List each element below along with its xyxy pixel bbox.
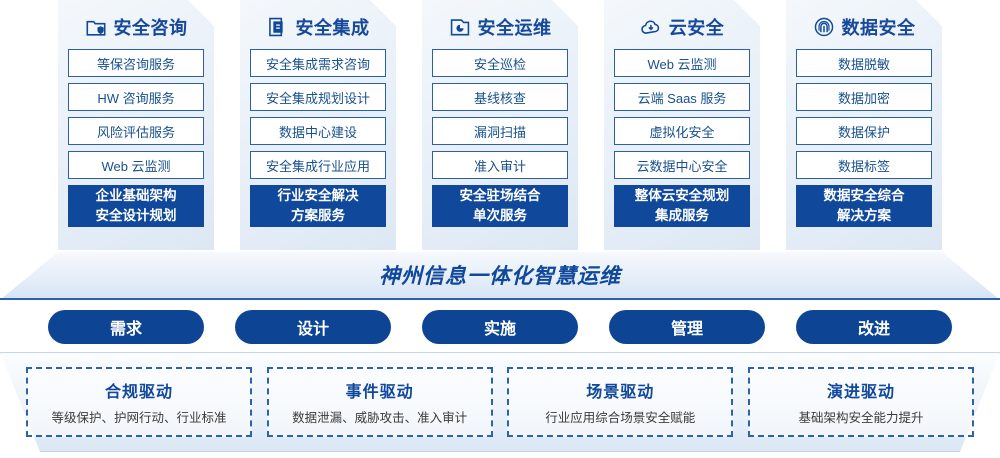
fingerprint-icon — [813, 16, 835, 38]
platform-banner-title: 神州信息一体化智慧运维 — [379, 265, 621, 288]
document-stack-icon — [267, 16, 289, 38]
lifecycle-stages-row: 需求 设计 实施 管理 改进 — [0, 310, 1000, 344]
card-summary[interactable]: 安全驻场结合 单次服务 — [432, 185, 568, 227]
service-item[interactable]: Web 云监测 — [68, 151, 204, 179]
pillar-card-security-consulting[interactable]: 安全咨询 等保咨询服务 HW 咨询服务 风险评估服务 Web 云监测 企业基础架… — [58, 0, 214, 250]
driver-description: 基础架构安全能力提升 — [798, 411, 924, 425]
pillar-card-cloud-security[interactable]: 云安全 Web 云监测 云端 Saas 服务 虚拟化安全 云数据中心安全 整体云… — [604, 0, 760, 250]
service-item[interactable]: 风险评估服务 — [68, 117, 204, 145]
driver-title: 演进驱动 — [826, 384, 895, 401]
card-title: 安全咨询 — [113, 18, 188, 38]
driver-card-scenario[interactable]: 场景驱动 行业应用综合场景安全赋能 — [507, 367, 734, 437]
card-title: 安全集成 — [295, 18, 370, 38]
card-summary-line: 行业安全解决 — [277, 188, 359, 204]
service-item[interactable]: 安全集成需求咨询 — [250, 49, 386, 77]
cloud-icon — [640, 16, 662, 38]
drivers-row: 合规驱动 等级保护、护网行动、行业标准 事件驱动 数据泄漏、威胁攻击、准入审计 … — [0, 352, 1000, 452]
service-item[interactable]: 安全集成规划设计 — [250, 83, 386, 111]
card-summary[interactable]: 数据安全综合 解决方案 — [796, 185, 932, 227]
service-item[interactable]: 安全集成行业应用 — [250, 151, 386, 179]
card-summary-line: 解决方案 — [837, 208, 891, 223]
driver-card-compliance[interactable]: 合规驱动 等级保护、护网行动、行业标准 — [26, 367, 252, 437]
driver-title: 场景驱动 — [586, 384, 655, 401]
service-item[interactable]: 数据保护 — [796, 117, 932, 145]
stage-pill-improvement[interactable]: 改进 — [796, 310, 952, 344]
card-summary[interactable]: 企业基础架构 安全设计规划 — [68, 185, 204, 227]
card-header: 安全运维 — [432, 9, 568, 45]
card-header: 云安全 — [614, 9, 750, 45]
stage-pill-design[interactable]: 设计 — [235, 310, 391, 344]
service-item[interactable]: 准入审计 — [432, 151, 568, 179]
service-item[interactable]: 云数据中心安全 — [614, 151, 750, 179]
driver-title: 合规驱动 — [104, 384, 173, 401]
service-item[interactable]: 安全巡检 — [432, 49, 568, 77]
driver-title: 事件驱动 — [345, 384, 414, 401]
pillar-card-security-integration[interactable]: 安全集成 安全集成需求咨询 安全集成规划设计 数据中心建设 安全集成行业应用 行… — [240, 0, 396, 250]
service-item[interactable]: 基线核查 — [432, 83, 568, 111]
service-item[interactable]: 数据标签 — [796, 151, 932, 179]
service-item[interactable]: 数据加密 — [796, 83, 932, 111]
card-summary-line: 企业基础架构 — [95, 188, 177, 204]
driver-card-evolution[interactable]: 演进驱动 基础架构安全能力提升 — [747, 367, 974, 437]
pillar-card-security-operations[interactable]: 安全运维 安全巡检 基线核查 漏洞扫描 准入审计 安全驻场结合 单次服务 — [422, 0, 578, 250]
card-summary-line: 安全设计规划 — [95, 208, 177, 223]
service-item[interactable]: 漏洞扫描 — [432, 117, 568, 145]
service-item[interactable]: 虚拟化安全 — [614, 117, 750, 145]
card-header: 安全咨询 — [68, 9, 204, 45]
stage-pill-management[interactable]: 管理 — [609, 310, 765, 344]
card-summary[interactable]: 整体云安全规划 集成服务 — [614, 185, 750, 227]
card-title: 云安全 — [668, 18, 725, 38]
monitor-chart-icon — [449, 16, 471, 38]
service-item[interactable]: 云端 Saas 服务 — [614, 83, 750, 111]
platform-banner-underline — [0, 298, 1000, 300]
driver-card-incident[interactable]: 事件驱动 数据泄漏、威胁攻击、准入审计 — [266, 367, 493, 437]
driver-description: 数据泄漏、威胁攻击、准入审计 — [292, 411, 468, 425]
card-summary[interactable]: 行业安全解决 方案服务 — [250, 185, 386, 227]
card-title: 安全运维 — [477, 18, 552, 38]
service-item[interactable]: Web 云监测 — [614, 49, 750, 77]
service-item[interactable]: 等保咨询服务 — [68, 49, 204, 77]
card-summary-line: 单次服务 — [473, 208, 527, 223]
card-title: 数据安全 — [841, 18, 916, 38]
card-summary-line: 安全驻场结合 — [459, 188, 541, 204]
driver-description: 行业应用综合场景安全赋能 — [545, 411, 696, 425]
card-summary-line: 方案服务 — [291, 208, 345, 223]
service-item[interactable]: 数据中心建设 — [250, 117, 386, 145]
card-summary-line: 整体云安全规划 — [634, 188, 730, 204]
driver-description: 等级保护、护网行动、行业标准 — [51, 411, 227, 425]
pillar-cards-row: 安全咨询 等保咨询服务 HW 咨询服务 风险评估服务 Web 云监测 企业基础架… — [0, 0, 1000, 258]
card-header: 安全集成 — [250, 9, 386, 45]
card-summary-line: 集成服务 — [655, 208, 709, 223]
platform-banner: 神州信息一体化智慧运维 — [0, 252, 1000, 300]
card-summary-line: 数据安全综合 — [823, 188, 905, 204]
stage-pill-demand[interactable]: 需求 — [48, 310, 204, 344]
card-header: 数据安全 — [796, 9, 932, 45]
service-item[interactable]: HW 咨询服务 — [68, 83, 204, 111]
folder-shield-icon — [85, 16, 107, 38]
stage-pill-implementation[interactable]: 实施 — [422, 310, 578, 344]
service-item[interactable]: 数据脱敏 — [796, 49, 932, 77]
pillar-card-data-security[interactable]: 数据安全 数据脱敏 数据加密 数据保护 数据标签 数据安全综合 解决方案 — [786, 0, 942, 250]
